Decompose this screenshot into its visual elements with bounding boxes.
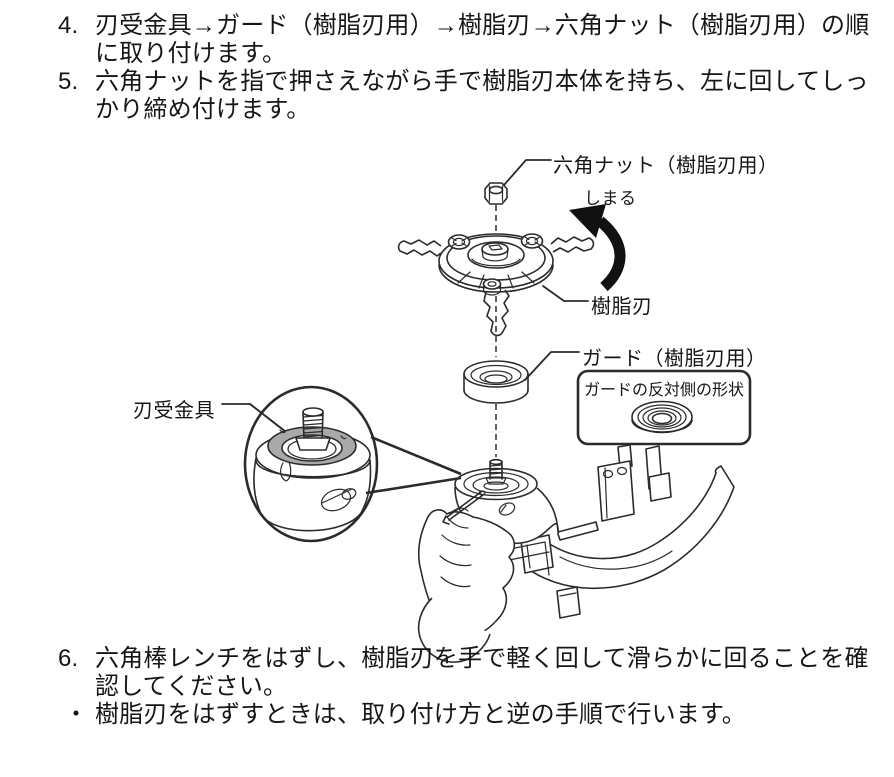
step-6: 6. 六角棒レンチをはずし、樹脂刃を手で軽く回して滑らかに回ることを確認してくだ… [58,645,870,701]
guard-label: ガード（樹脂刃用） [582,348,767,370]
hex-nut-drawing [484,182,508,205]
step-5-text: 六角ナットを指で押さえながら手で樹脂刃本体を持ち、左に回してしっかり締め付けます… [95,68,869,123]
step-4-text: 刃受金具→ガード（樹脂刃用）→樹脂刃→六角ナット（樹脂刃用）の順に取り付けます。 [95,12,870,67]
rotation-arrow [569,204,626,292]
note-item: ・ 樹脂刃をはずすときは、取り付け方と逆の手順で行います。 [58,701,870,729]
note-text: 樹脂刃をはずすときは、取り付け方と逆の手順で行います。 [95,701,746,728]
guard-reverse-inset [576,369,752,446]
guard-reverse-title: ガードの反対側の形状 [583,382,744,399]
blade-holder-label: 刃受金具 [133,400,215,422]
hex-wrench-drawing [442,490,486,525]
step-4-number: 4. [58,12,79,39]
note-bullet: ・ [64,701,89,728]
resin-blade-drawing [397,233,595,337]
hex-nut-label: 六角ナット（樹脂刃用） [553,155,779,177]
step-6-text: 六角棒レンチをはずし、樹脂刃を手で軽く回して滑らかに回ることを確認してください。 [95,645,869,700]
step-5: 5. 六角ナットを指で押さえながら手で樹脂刃本体を持ち、左に回してしっかり締め付… [58,68,870,124]
guard-drawing [463,360,529,404]
magnifier-callout [243,385,462,543]
hand-drawing [417,507,516,663]
tighten-direction-label: しまる [584,189,637,208]
protector-drawing [504,444,735,619]
step-5-number: 5. [58,68,79,95]
step-6-number: 6. [58,645,79,672]
resin-blade-label: 樹脂刃 [591,296,653,318]
step-4: 4. 刃受金具→ガード（樹脂刃用）→樹脂刃→六角ナット（樹脂刃用）の順に取り付け… [58,12,870,68]
